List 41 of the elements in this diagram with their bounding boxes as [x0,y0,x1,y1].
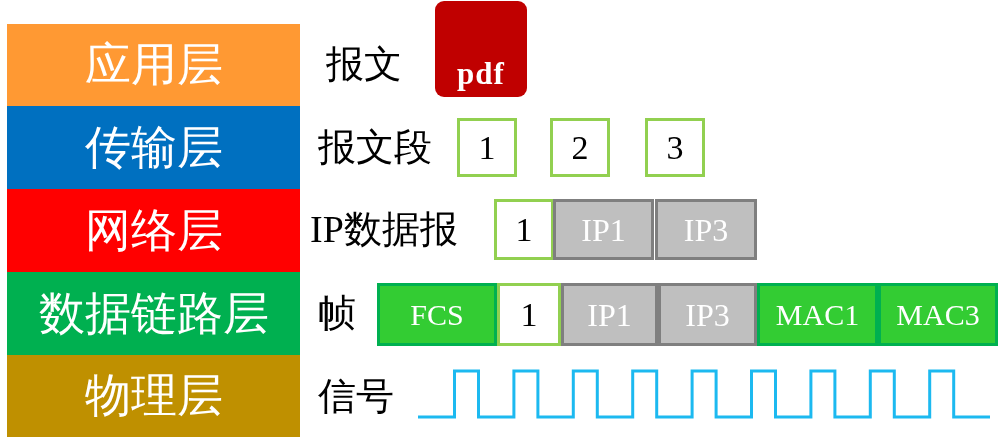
pdu-name: 报文 [326,44,402,84]
header-box [553,199,654,260]
layer-name: 网络层 [84,207,223,254]
box-label: IP3 [685,298,730,331]
layer-band [7,189,300,272]
layer-name: 物理层 [84,373,223,419]
layer-name: 数据链路层 [38,290,269,337]
box-label: MAC3 [896,299,980,330]
layer-band [7,106,300,189]
layer-name: 传输层 [84,124,223,171]
pdu-name: IP数据报 [310,209,458,249]
box-label: 1 [478,130,496,165]
box-label: 3 [666,130,684,165]
layer-band [7,272,300,355]
box-label: IP1 [587,298,632,331]
segment-box [497,283,561,346]
pdu-name: 帧 [318,293,356,333]
segment-box [550,118,610,177]
box-label: 1 [520,297,538,332]
file-tile [435,1,527,97]
header-box [658,283,757,346]
layer-name: 应用层 [84,42,223,88]
box-label: IP3 [683,213,729,246]
pdu-name: 信号 [318,376,394,416]
box-label: FCS [410,299,464,330]
header-box [878,283,998,346]
header-box [655,199,757,260]
segment-box [494,199,554,260]
box-label: IP1 [581,213,626,246]
segment-box [645,118,705,177]
box-label: MAC1 [775,299,860,330]
layer-band [7,355,300,437]
header-box [561,283,658,346]
header-box [377,283,497,346]
box-label: 2 [571,130,589,165]
file-type-label: pdf [457,58,505,89]
header-box [757,283,878,346]
pdu-name: 报文段 [318,127,432,167]
layer-band [7,24,300,106]
box-label: 1 [515,212,533,247]
segment-box [457,118,517,177]
